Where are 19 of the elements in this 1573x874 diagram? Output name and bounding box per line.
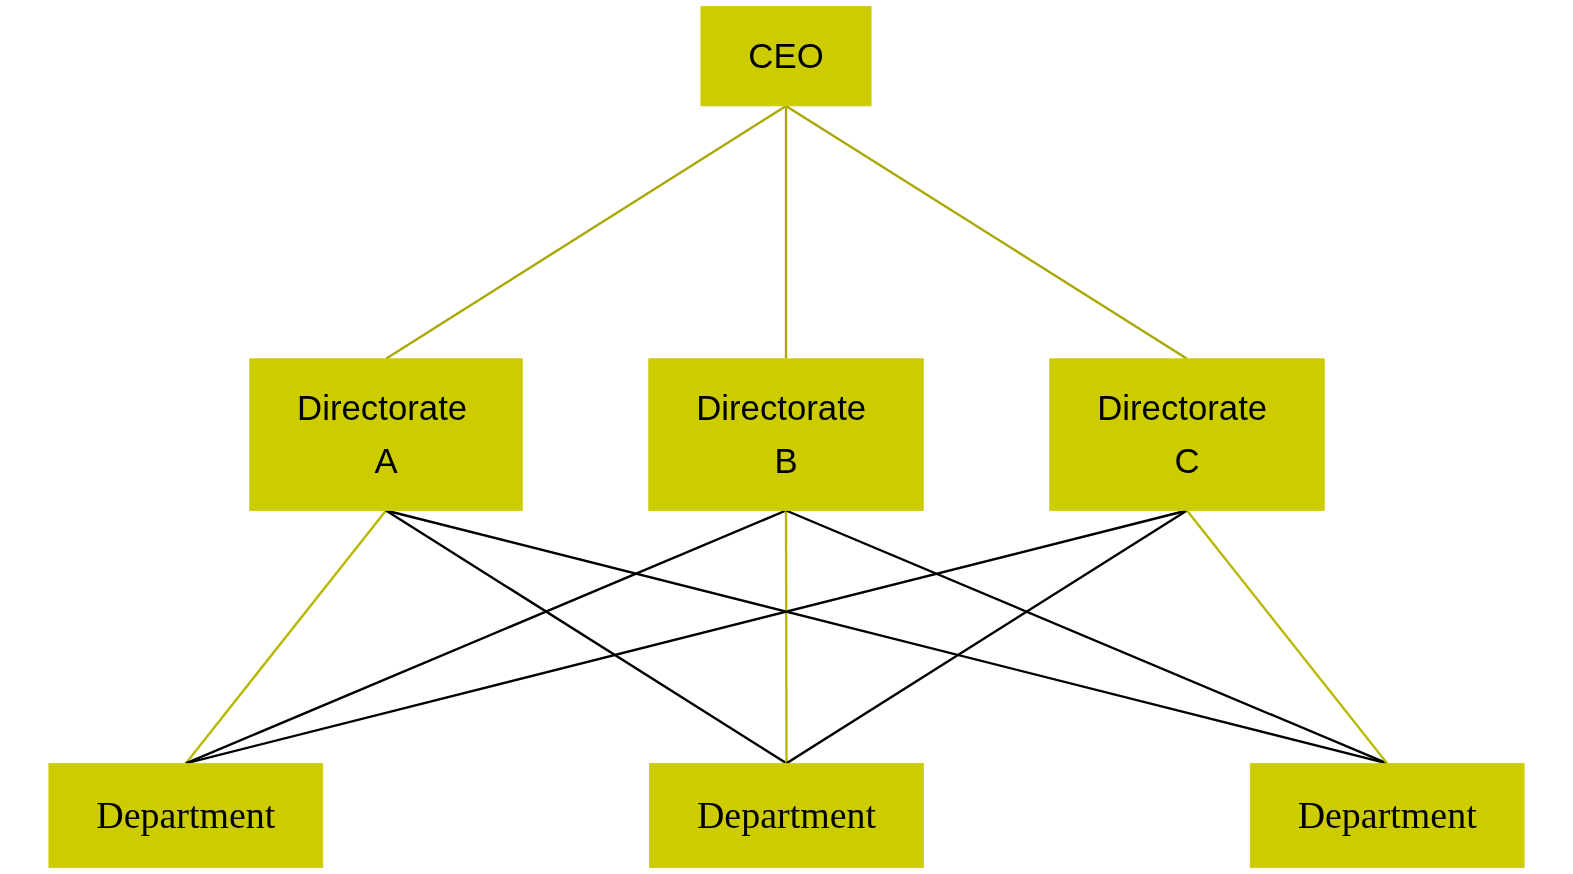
node-box: Directorate A [249,358,523,511]
connector [1186,509,1389,765]
connector [784,510,788,764]
node-box: Department [48,762,324,869]
connector [785,509,1388,765]
node-box: Department [1249,762,1525,869]
connector [385,509,1388,765]
connector [184,509,387,765]
node-box: CEO [700,5,872,107]
connector [784,105,788,359]
connector [385,509,788,765]
connector [385,104,787,360]
node-box: Directorate B [648,358,924,511]
connector [785,509,1188,765]
connector [185,509,787,765]
node-box: Department [649,762,924,869]
connector [785,104,1188,360]
connector [185,509,1188,765]
node-box: Directorate C [1049,358,1325,511]
